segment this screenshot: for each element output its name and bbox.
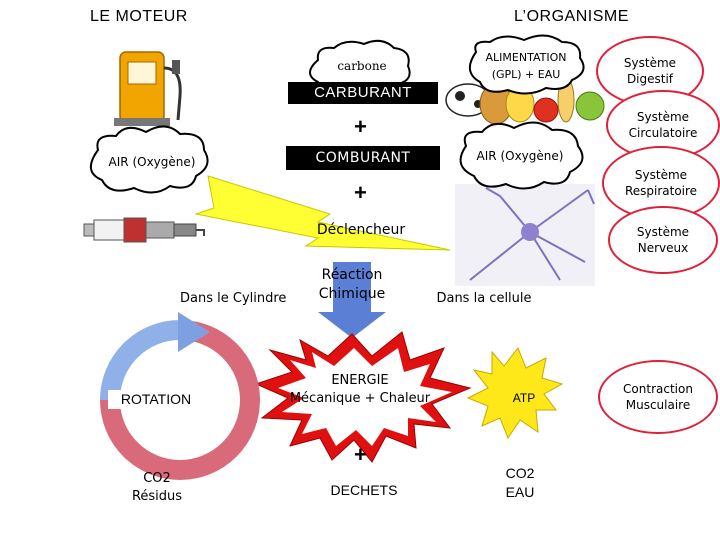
- spark-plug-icon: [83, 217, 205, 243]
- digestif-line-1: Système: [623, 55, 677, 70]
- respiratoire-line-1: Système: [634, 167, 688, 182]
- air-organism-cloud: [459, 121, 584, 190]
- alimentation-cloud: [469, 34, 585, 95]
- food-illustration-icon: [445, 77, 605, 125]
- respiratoire-line-2: Respiratoire: [624, 184, 698, 198]
- atp-burst-icon: [466, 347, 564, 440]
- plus-sign-2: +: [354, 180, 367, 205]
- energy-burst-inner: [278, 348, 452, 446]
- rotation-label: ROTATION: [108, 390, 204, 409]
- cell-location-label: Dans la cellule: [436, 291, 532, 306]
- digestif-line-2: Digestif: [626, 72, 674, 86]
- air-engine-cloud: [90, 125, 209, 194]
- dechets-label: DECHETS: [330, 482, 398, 498]
- contraction-musculaire-oval: Contraction Musculaire: [598, 360, 718, 434]
- carbone-label: carbone: [337, 59, 387, 73]
- co2-residus-line-1: CO2: [143, 471, 171, 486]
- nerveux-line-1: Système: [636, 224, 690, 239]
- energie-label: ENERGIE Mécanique + Chaleur: [270, 372, 450, 407]
- plus-sign-1: +: [354, 114, 367, 139]
- reaction-line-1: Réaction: [321, 267, 383, 283]
- circulatoire-line-1: Système: [636, 109, 690, 124]
- co2-eau-line-2: EAU: [505, 483, 535, 500]
- energie-line-2: Mécanique + Chaleur: [289, 390, 431, 406]
- circulatoire-line-2: Circulatoire: [628, 126, 698, 140]
- co2-residus-line-2: Résidus: [131, 488, 183, 504]
- reaction-line-2: Chimique: [318, 285, 386, 302]
- declencheur-label: Déclencheur: [316, 222, 406, 238]
- carburant-box: CARBURANT: [288, 82, 438, 104]
- reaction-label: Réaction Chimique: [300, 266, 404, 304]
- lightning-bolt-icon: [194, 175, 451, 251]
- reaction-arrow-icon: [318, 262, 386, 338]
- systeme-nerveux-oval: Système Nerveux: [608, 206, 718, 274]
- atp-label: ATP: [512, 391, 536, 405]
- alimentation-line-1: ALIMENTATION: [485, 51, 567, 64]
- alimentation-label: ALIMENTATION (GPL) + EAU: [476, 50, 576, 83]
- gas-pump-icon: [114, 51, 182, 126]
- comburant-box: COMBURANT: [286, 146, 440, 170]
- organism-title: L’ORGANISME: [514, 8, 629, 25]
- contraction-line-2: Musculaire: [625, 398, 691, 412]
- rotation-arrow-icon: [100, 312, 260, 480]
- co2-eau-line-1: CO2: [505, 465, 535, 481]
- plus-sign-3: +: [354, 442, 367, 467]
- cylinder-location-label: Dans le Cylindre: [180, 291, 287, 306]
- energie-line-1: ENERGIE: [331, 373, 389, 388]
- co2-residus-label: CO2 Résidus: [112, 470, 202, 505]
- air-organism-label: AIR (Oxygène): [476, 149, 564, 163]
- alimentation-line-2: (GPL) + EAU: [491, 67, 561, 81]
- co2-eau-label: CO2 EAU: [482, 464, 558, 502]
- neuron-illustration-icon: [455, 184, 595, 286]
- nerveux-line-2: Nerveux: [637, 241, 689, 255]
- contraction-line-1: Contraction: [623, 381, 693, 396]
- engine-title: LE MOTEUR: [90, 8, 188, 25]
- air-engine-label: AIR (Oxygène): [108, 155, 196, 169]
